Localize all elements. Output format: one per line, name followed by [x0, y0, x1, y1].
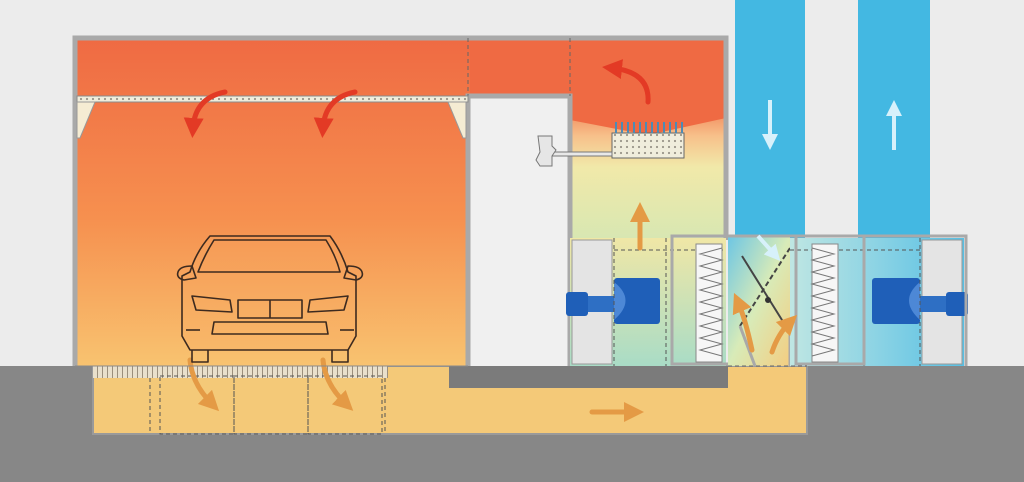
fan-icon [872, 278, 968, 324]
fresh-air-arrows [756, 100, 902, 261]
supply-air-duct [470, 38, 726, 96]
curved-arrow-icon [769, 314, 798, 355]
filter-icon [810, 243, 839, 363]
down-arrow-icon [183, 59, 651, 138]
burner-icon [535, 122, 685, 167]
pit-outlines [149, 375, 386, 435]
ceiling-light-left [76, 101, 96, 139]
booth-walls [72, 35, 729, 366]
filter-icon [695, 243, 724, 363]
ceiling-filter [76, 95, 469, 103]
fan-icon [566, 278, 660, 324]
paint-booth-cabin [73, 38, 470, 366]
curved-arrow-icon [732, 292, 755, 353]
floor-grating [93, 366, 388, 378]
plenum-divider [449, 366, 728, 388]
ceiling-light-right [447, 101, 467, 139]
warm-flow-arrows [187, 202, 798, 422]
hot-air-zone [570, 96, 726, 135]
heater-chamber [570, 96, 726, 238]
curved-arrow-icon [187, 357, 220, 412]
curved-arrow-icon [756, 234, 781, 261]
curved-arrow-icon [320, 357, 354, 411]
car-front-icon [176, 235, 364, 363]
machine-room [470, 96, 570, 366]
